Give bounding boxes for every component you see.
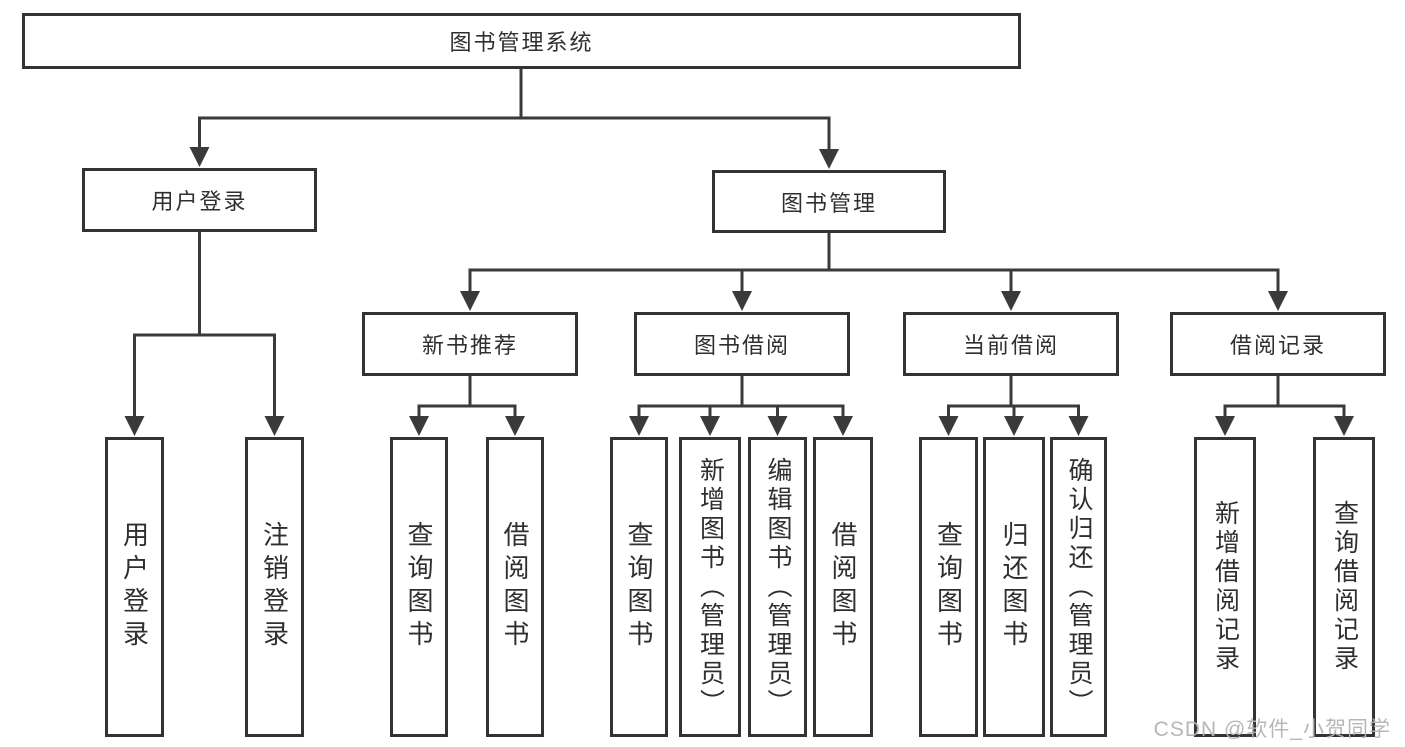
connector-root-to-level2 — [198, 67, 831, 152]
leaf-borrow-books-recommend: 借阅图书 — [486, 437, 544, 737]
node-current-borrow: 当前借阅 — [903, 312, 1119, 376]
leaf-edit-book-admin: 编辑图书（管理员） — [748, 437, 807, 737]
node-user-login-label: 用户登录 — [151, 189, 248, 214]
leaf-query-books-borrow-label: 查询图书 — [624, 521, 654, 653]
node-library-system-label: 图书管理系统 — [449, 30, 594, 55]
leaf-query-borrow-record-label: 查询借阅记录 — [1330, 500, 1359, 674]
leaf-edit-book-admin-label: 编辑图书（管理员） — [764, 456, 792, 718]
leaf-user-login: 用户登录 — [105, 437, 164, 737]
leaf-borrow-books-recommend-label: 借阅图书 — [500, 521, 530, 653]
leaf-add-borrow-record: 新增借阅记录 — [1194, 437, 1256, 737]
node-borrow-records: 借阅记录 — [1170, 312, 1386, 376]
leaf-query-borrow-record: 查询借阅记录 — [1313, 437, 1375, 737]
leaf-borrow-books: 借阅图书 — [813, 437, 873, 737]
node-user-login: 用户登录 — [82, 168, 317, 232]
leaf-confirm-return-admin: 确认归还（管理员） — [1050, 437, 1107, 737]
leaf-borrow-books-label: 借阅图书 — [828, 521, 858, 653]
node-book-management-label: 图书管理 — [780, 190, 877, 216]
leaf-query-books-borrow: 查询图书 — [610, 437, 668, 737]
leaf-add-borrow-record-label: 新增借阅记录 — [1211, 500, 1240, 674]
leaf-user-login-label: 用户登录 — [119, 521, 150, 653]
node-book-management: 图书管理 — [712, 170, 946, 233]
leaf-confirm-return-admin-label: 确认归还（管理员） — [1065, 456, 1093, 718]
node-book-borrow: 图书借阅 — [634, 312, 850, 376]
leaf-return-books: 归还图书 — [983, 437, 1045, 737]
connector-borrow-records-branch — [1223, 375, 1346, 421]
node-current-borrow-label: 当前借阅 — [962, 333, 1059, 358]
connector-new-book-branch — [417, 375, 517, 421]
leaf-logout: 注销登录 — [245, 437, 304, 737]
connector-current-borrow-branch — [947, 375, 1080, 421]
node-new-book-recommend-label: 新书推荐 — [421, 333, 518, 358]
leaf-query-books-current-label: 查询图书 — [933, 521, 964, 653]
connector-book-borrow-branch — [637, 375, 845, 421]
leaf-query-books-recommend-label: 查询图书 — [404, 521, 434, 653]
node-borrow-records-label: 借阅记录 — [1229, 333, 1326, 358]
leaf-logout-label: 注销登录 — [259, 521, 290, 653]
node-new-book-recommend: 新书推荐 — [362, 312, 578, 376]
leaf-query-books-current: 查询图书 — [919, 437, 978, 737]
leaf-return-books-label: 归还图书 — [999, 521, 1029, 653]
node-book-borrow-label: 图书借阅 — [693, 333, 790, 358]
node-library-system: 图书管理系统 — [22, 13, 1021, 69]
csdn-watermark: CSDN @软件_小贺同学 — [1153, 718, 1391, 741]
leaf-add-book-admin: 新增图书（管理员） — [679, 437, 741, 737]
connector-user-login-branch — [133, 230, 276, 421]
connector-book-management-branch — [468, 231, 1280, 296]
leaf-add-book-admin-label: 新增图书（管理员） — [696, 456, 725, 718]
leaf-query-books-recommend: 查询图书 — [390, 437, 448, 737]
